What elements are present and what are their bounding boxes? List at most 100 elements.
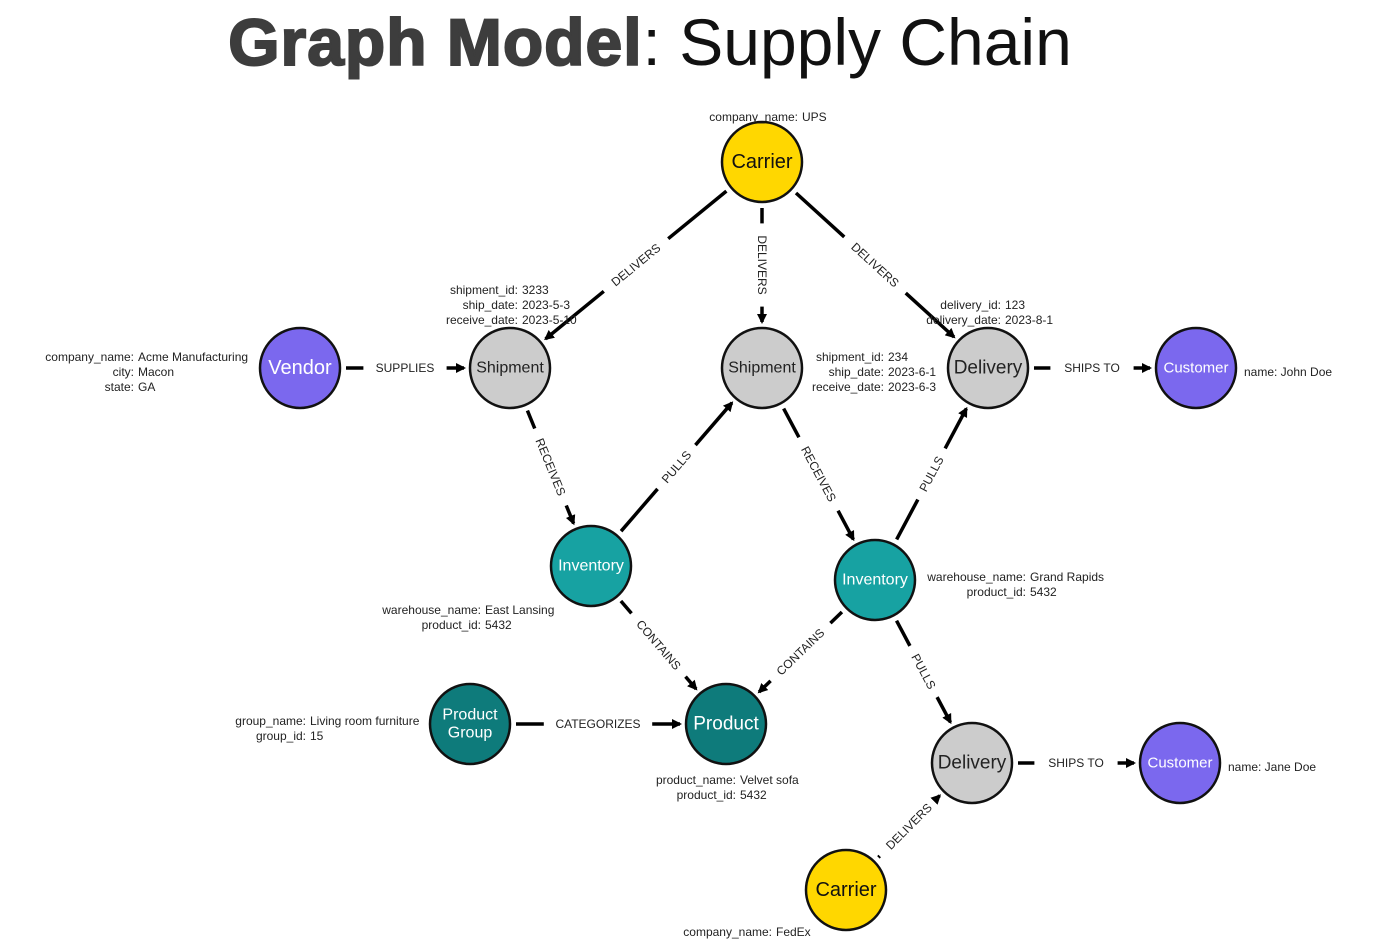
- property-value: 3233: [522, 283, 549, 297]
- node-label: Carrier: [731, 151, 792, 173]
- property-key: receive_date:: [446, 313, 518, 327]
- property-key: product_id:: [967, 585, 1026, 599]
- node-customer2[interactable]: Customer: [1138, 721, 1222, 805]
- properties-fedex: company_name:FedEx: [683, 925, 810, 939]
- property-key: ship_date:: [829, 365, 884, 379]
- property-key: product_id:: [422, 618, 481, 632]
- node-inventory1[interactable]: Inventory: [549, 524, 633, 608]
- edge-label: PULLS: [659, 448, 694, 486]
- node-vendor[interactable]: Vendor: [258, 326, 342, 410]
- node-circle: [804, 848, 888, 932]
- edge-label: SHIPS TO: [1048, 756, 1104, 770]
- edge-e-del1-cust1: SHIPS TO: [1034, 361, 1152, 375]
- edge-label: DELIVERS: [848, 240, 901, 290]
- edge-label: CATEGORIZES: [555, 717, 640, 731]
- edge-e-ship1-inv1: RECEIVES: [525, 409, 576, 526]
- property-value: 5432: [740, 788, 767, 802]
- property-value: GA: [138, 380, 155, 394]
- edge-label: SHIPS TO: [1064, 361, 1120, 375]
- node-label: Shipment: [728, 360, 796, 377]
- property-key: warehouse_name:: [926, 570, 1026, 584]
- edge-e-inv2-del1: PULLS: [895, 406, 968, 541]
- edge-line-segment: [894, 619, 912, 647]
- node-label: Product: [442, 707, 498, 724]
- edge-line-segment: [667, 189, 728, 241]
- edge-arrow-segment: [757, 679, 772, 694]
- properties-inv1: warehouse_name:East Lansingproduct_id:54…: [381, 603, 554, 632]
- node-label: Vendor: [268, 357, 332, 379]
- property-value: 5432: [485, 618, 512, 632]
- edge-line-segment: [895, 498, 920, 541]
- edge-arrow-segment: [904, 291, 956, 339]
- node-carrier-ups[interactable]: Carrier: [720, 120, 804, 204]
- edge-arrow-segment: [564, 504, 576, 526]
- property-value: Grand Rapids: [1030, 570, 1104, 584]
- node-label: Customer: [1163, 360, 1228, 377]
- property-value: 2023-8-1: [1005, 313, 1053, 327]
- properties-ups: company_name:UPS: [709, 110, 826, 124]
- properties-cust2: name: Jane Doe: [1228, 760, 1316, 774]
- property-key: company_name:: [709, 110, 798, 124]
- properties-cust1: name: John Doe: [1244, 365, 1332, 379]
- property-value: 2023-6-3: [888, 380, 936, 394]
- edge-arrow-segment: [836, 509, 855, 542]
- edge-arrow-segment: [935, 696, 953, 725]
- edge-arrow-segment: [943, 406, 968, 450]
- node-inventory2[interactable]: Inventory: [833, 538, 917, 622]
- property-value: Velvet sofa: [740, 773, 799, 787]
- property-key: group_id:: [256, 729, 306, 743]
- property-key: product_id:: [677, 788, 736, 802]
- edge-line-segment: [877, 854, 881, 859]
- node-label: Shipment: [476, 360, 544, 377]
- edge-e-inv2-prod: CONTAINS: [757, 610, 844, 694]
- node-circle: [930, 721, 1014, 805]
- edge-label: RECEIVES: [798, 444, 839, 504]
- property-value: 15: [310, 729, 324, 743]
- property-key: state:: [105, 380, 134, 394]
- node-carrier-fedex[interactable]: Carrier: [804, 848, 888, 932]
- node-circle: [720, 326, 804, 410]
- properties-vendor: company_name:Acme Manufacturingcity:Maco…: [45, 350, 248, 394]
- property-key: city:: [113, 365, 134, 379]
- node-shipment2[interactable]: Shipment: [720, 326, 804, 410]
- node-customer1[interactable]: Customer: [1154, 326, 1238, 410]
- property-key: warehouse_name:: [381, 603, 481, 617]
- node-delivery2[interactable]: Delivery: [930, 721, 1014, 805]
- property-value: Living room furniture: [310, 714, 420, 728]
- edge-e-fedex-del2: DELIVERS: [877, 794, 942, 859]
- edge-label: CONTAINS: [774, 626, 828, 679]
- property-value: Acme Manufacturing: [138, 350, 248, 364]
- property-key: delivery_date:: [926, 313, 1001, 327]
- property-value: Macon: [138, 365, 174, 379]
- property-value: 2023-5-3: [522, 298, 570, 312]
- edge-arrow-segment: [684, 675, 698, 691]
- node-circle: [833, 538, 917, 622]
- edge-e-pg-prod: CATEGORIZES: [516, 717, 682, 731]
- properties-layer: company_name:UPSshipment_id:3233ship_dat…: [45, 110, 1332, 939]
- title-bold: Graph Model: [227, 4, 643, 80]
- diagram-title: Graph Model: Supply Chain: [0, 0, 1300, 84]
- node-label: Delivery: [938, 753, 1007, 774]
- edge-label: SUPPLIES: [376, 361, 435, 375]
- properties-pg: group_name: Living room furniture group_id…: [235, 714, 419, 743]
- edge-line-segment: [794, 191, 846, 239]
- node-shipment1[interactable]: Shipment: [468, 326, 552, 410]
- edge-e-ups-ship2: DELIVERS: [755, 208, 769, 324]
- properties-ship2: shipment_id:234ship_date:2023-6-1receive…: [812, 350, 936, 394]
- node-circle: [684, 682, 768, 766]
- edge-label: DELIVERS: [755, 235, 769, 294]
- node-delivery1[interactable]: Delivery: [946, 326, 1030, 410]
- property-value: 5432: [1030, 585, 1057, 599]
- edge-e-inv2-del2: PULLS: [894, 619, 953, 725]
- node-product[interactable]: Product: [684, 682, 768, 766]
- property-key: group_name:: [235, 714, 306, 728]
- edge-arrow-segment: [544, 289, 605, 341]
- edge-label: PULLS: [908, 651, 938, 691]
- node-label: Carrier: [815, 879, 876, 901]
- edge-e-inv1-ship2: PULLS: [619, 401, 734, 533]
- property-key: receive_date:: [812, 380, 884, 394]
- edge-line-segment: [619, 599, 633, 615]
